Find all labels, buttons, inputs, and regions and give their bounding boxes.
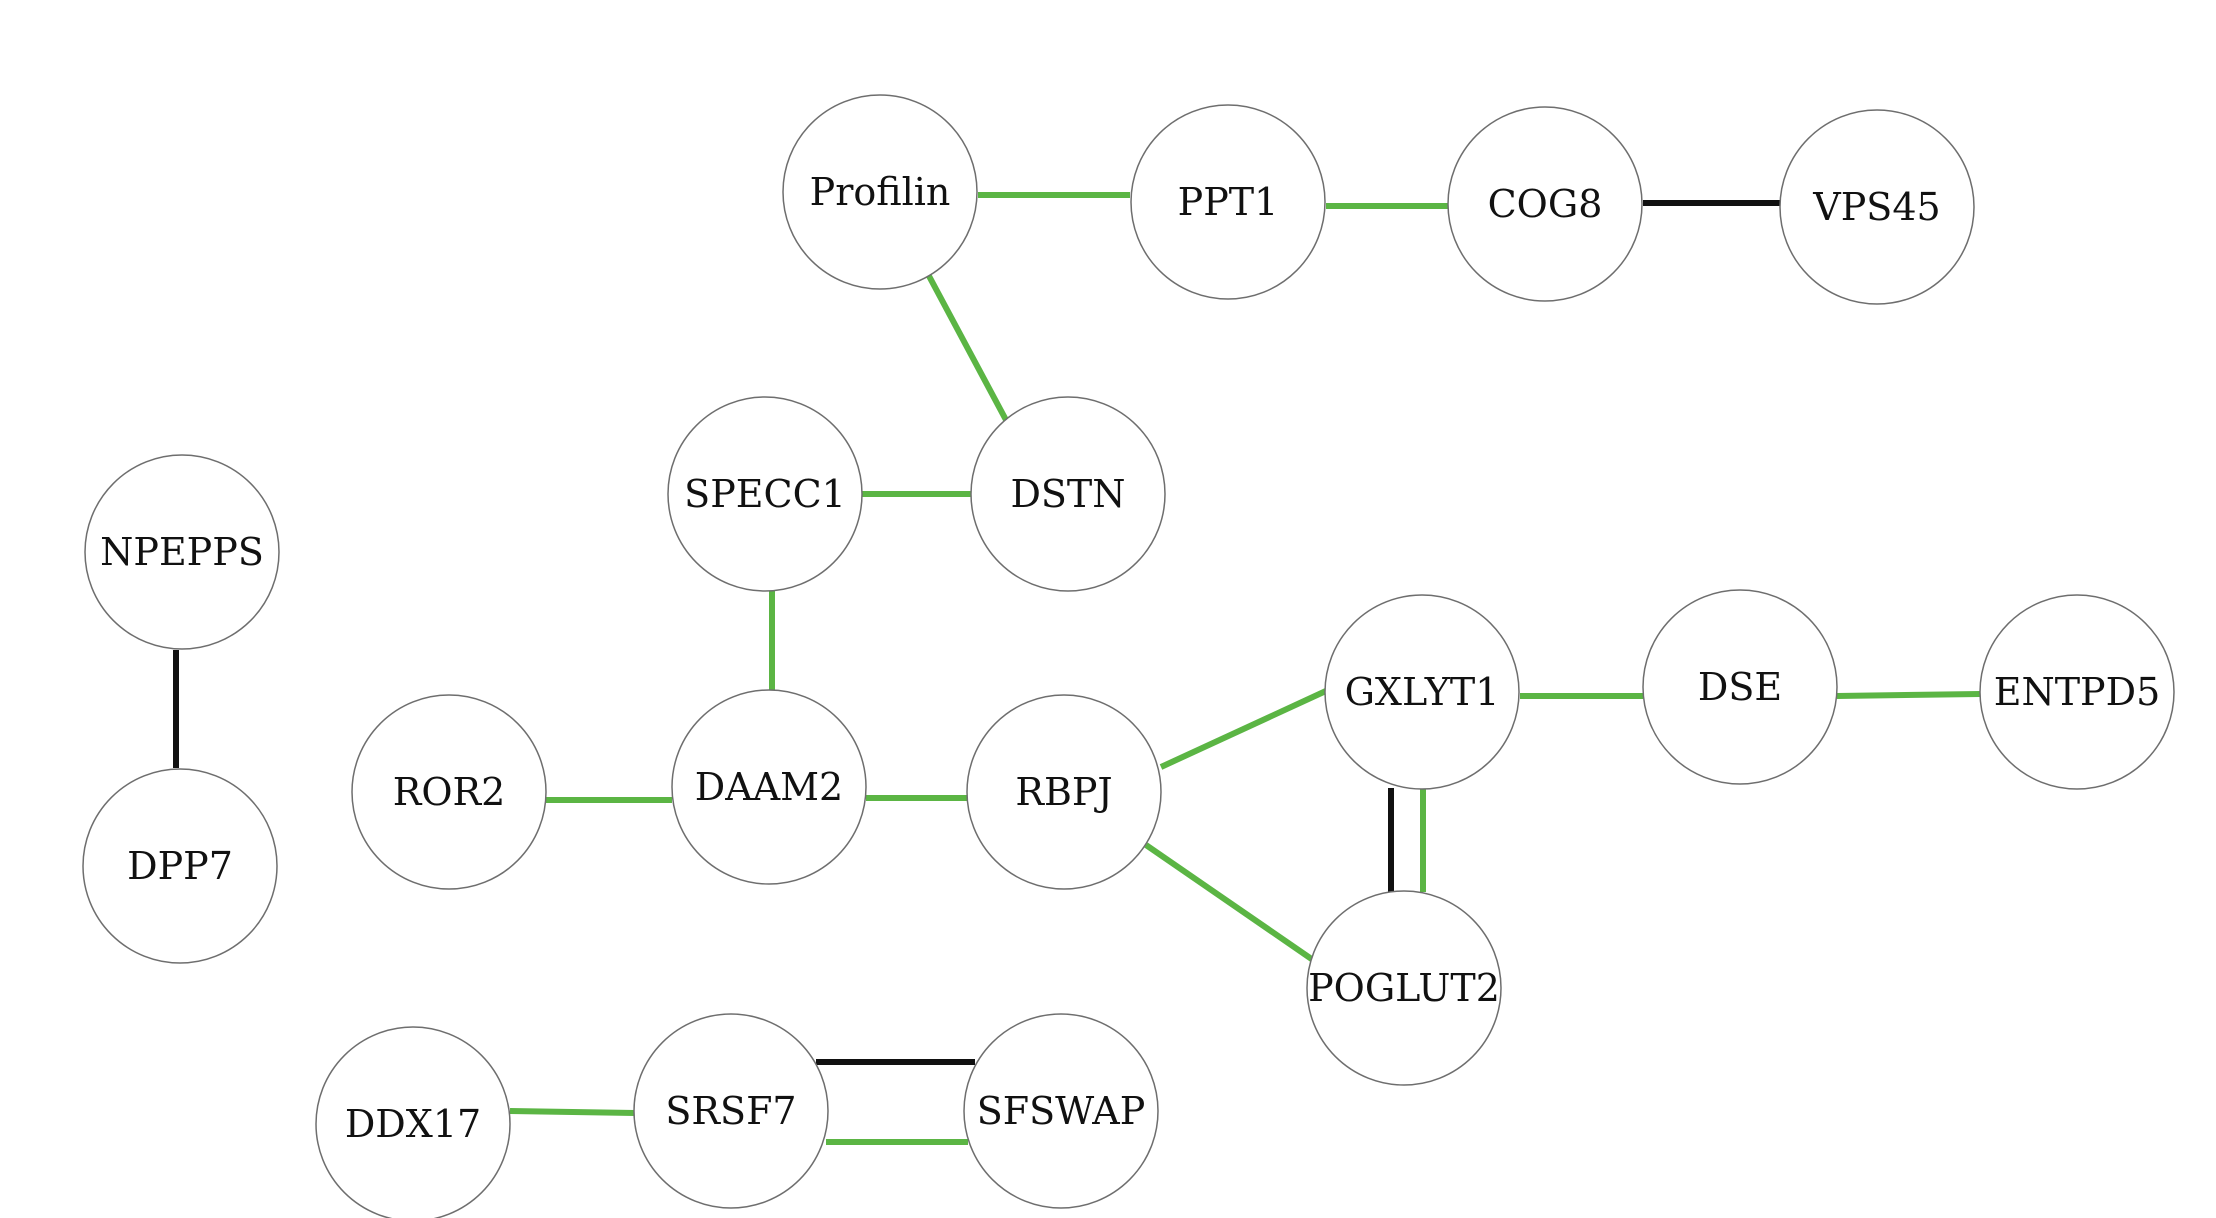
node-label-sfswap: SFSWAP bbox=[977, 1089, 1146, 1133]
edge-profilin-dstn-green bbox=[926, 274, 1009, 422]
node-circle-daam2 bbox=[671, 689, 867, 885]
node-circle-ror2 bbox=[351, 694, 547, 890]
node-circle-dpp7 bbox=[82, 768, 278, 964]
node-circle-entpd5 bbox=[1979, 594, 2175, 790]
node-circle-vps45 bbox=[1779, 109, 1975, 305]
node-gxlyt1: GXLYT1 bbox=[1324, 594, 1520, 790]
node-label-dstn: DSTN bbox=[1010, 472, 1125, 516]
edge-rbpj-poglut2-green bbox=[1144, 842, 1315, 963]
edges-layer bbox=[173, 192, 1981, 1145]
node-circle-dse bbox=[1642, 589, 1838, 785]
node-label-ror2: ROR2 bbox=[393, 770, 506, 814]
node-label-npepps: NPEPPS bbox=[100, 530, 264, 574]
node-label-ddx17: DDX17 bbox=[345, 1102, 481, 1146]
node-circle-dstn bbox=[970, 396, 1166, 592]
node-label-ppt1: PPT1 bbox=[1178, 180, 1279, 224]
node-label-dse: DSE bbox=[1698, 665, 1782, 709]
node-circle-ppt1 bbox=[1130, 104, 1326, 300]
node-ror2: ROR2 bbox=[351, 694, 547, 890]
node-poglut2: POGLUT2 bbox=[1306, 890, 1502, 1086]
node-ppt1: PPT1 bbox=[1130, 104, 1326, 300]
node-cog8: COG8 bbox=[1447, 106, 1643, 302]
node-dpp7: DPP7 bbox=[82, 768, 278, 964]
node-dstn: DSTN bbox=[970, 396, 1166, 592]
node-entpd5: ENTPD5 bbox=[1979, 594, 2175, 790]
node-ddx17: DDX17 bbox=[315, 1026, 511, 1218]
node-circle-cog8 bbox=[1447, 106, 1643, 302]
node-daam2: DAAM2 bbox=[671, 689, 867, 885]
node-specc1: SPECC1 bbox=[667, 396, 863, 592]
node-label-specc1: SPECC1 bbox=[684, 472, 846, 516]
node-sfswap: SFSWAP bbox=[963, 1013, 1159, 1209]
node-circle-sfswap bbox=[963, 1013, 1159, 1209]
node-circle-npepps bbox=[84, 454, 280, 650]
node-dse: DSE bbox=[1642, 589, 1838, 785]
node-label-daam2: DAAM2 bbox=[695, 765, 843, 809]
node-rbpj: RBPJ bbox=[966, 694, 1162, 890]
node-label-poglut2: POGLUT2 bbox=[1308, 966, 1500, 1010]
node-circle-ddx17 bbox=[315, 1026, 511, 1218]
node-label-profilin: Profilin bbox=[810, 170, 951, 214]
node-circle-rbpj bbox=[966, 694, 1162, 890]
node-vps45: VPS45 bbox=[1779, 109, 1975, 305]
node-label-entpd5: ENTPD5 bbox=[1994, 670, 2161, 714]
node-circle-gxlyt1 bbox=[1324, 594, 1520, 790]
node-label-srsf7: SRSF7 bbox=[665, 1089, 796, 1133]
node-label-vps45: VPS45 bbox=[1812, 185, 1940, 229]
node-label-cog8: COG8 bbox=[1488, 182, 1603, 226]
node-circle-srsf7 bbox=[633, 1013, 829, 1209]
node-profilin: Profilin bbox=[782, 94, 978, 290]
node-circle-poglut2 bbox=[1306, 890, 1502, 1086]
edge-ddx17-srsf7-green bbox=[509, 1108, 636, 1116]
edge-rbpj-gxlyt1-green bbox=[1159, 687, 1330, 770]
node-label-rbpj: RBPJ bbox=[1015, 770, 1112, 814]
node-circle-profilin bbox=[782, 94, 978, 290]
node-label-dpp7: DPP7 bbox=[127, 844, 233, 888]
edge-dse-entpd5-green bbox=[1836, 691, 1981, 699]
node-srsf7: SRSF7 bbox=[633, 1013, 829, 1209]
node-circle-specc1 bbox=[667, 396, 863, 592]
node-label-gxlyt1: GXLYT1 bbox=[1345, 670, 1500, 714]
node-npepps: NPEPPS bbox=[84, 454, 280, 650]
